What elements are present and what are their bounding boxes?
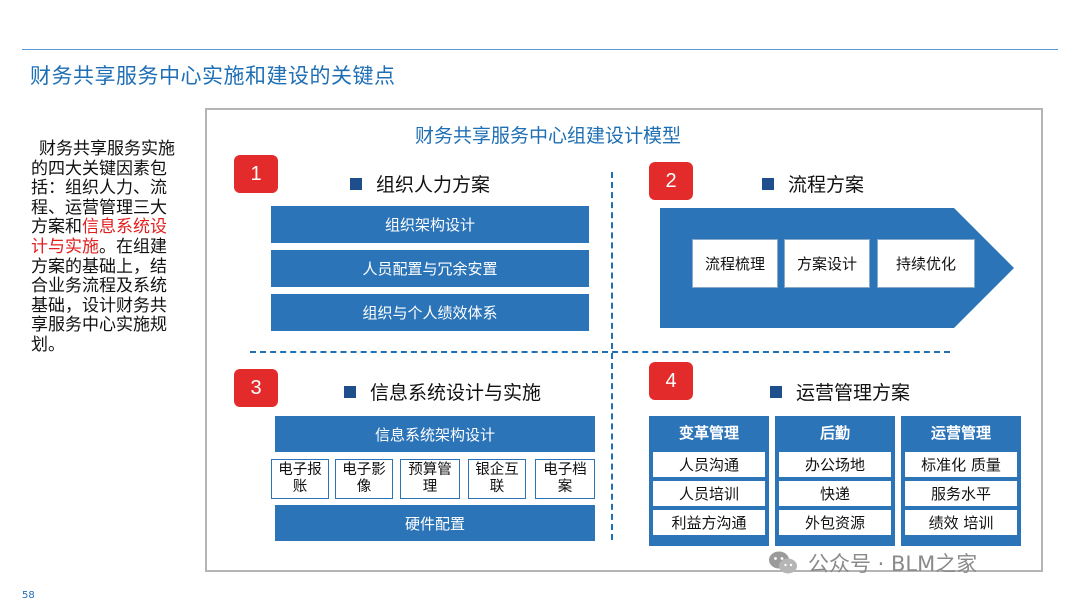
bullet-square-icon <box>350 178 362 190</box>
ops-cell: 快递 <box>779 481 891 506</box>
org-item: 人员配置与冗余安置 <box>271 250 589 287</box>
section-4-badge: 4 <box>649 362 693 400</box>
process-step: 方案设计 <box>784 239 870 288</box>
section-1-title-text: 组织人力方案 <box>376 174 491 196</box>
intro-text-2: 。在组建方案的基础上，结合业务流程及系统基础，设计财务共享服务中心实施规划。 <box>31 236 167 355</box>
process-step: 持续优化 <box>877 239 975 288</box>
ops-cell: 服务水平 <box>905 481 1017 506</box>
bullet-square-icon <box>762 178 774 190</box>
watermark: 公众号 · BLM之家 <box>768 548 977 578</box>
ops-column-head: 运营管理 <box>930 423 991 442</box>
intro-paragraph: 财务共享服务实施的四大关键因素包括：组织人力、流程、运营管理三大方案和信息系统设… <box>31 139 177 356</box>
section-4-title-text: 运营管理方案 <box>796 382 911 404</box>
watermark-text: 公众号 · BLM之家 <box>808 552 978 576</box>
system-module: 电子报账 <box>271 459 329 499</box>
system-module: 预算管理 <box>400 459 460 499</box>
ops-column: 变革管理 人员沟通 人员培训 利益方沟通 <box>649 416 769 546</box>
process-step: 流程梳理 <box>692 239 778 288</box>
ops-column-head: 变革管理 <box>678 423 739 442</box>
wechat-icon <box>769 551 797 574</box>
horizontal-divider <box>250 351 950 353</box>
ops-cell: 人员培训 <box>653 481 765 506</box>
section-3-badge: 3 <box>234 369 278 407</box>
ops-cell: 人员沟通 <box>653 452 765 477</box>
section-1-badge: 1 <box>234 155 278 193</box>
section-4-title: 运营管理方案 <box>770 378 910 405</box>
ops-cell: 办公场地 <box>779 452 891 477</box>
ops-cell: 利益方沟通 <box>653 510 765 535</box>
model-title: 财务共享服务中心组建设计模型 <box>415 125 682 147</box>
header-rule <box>22 49 1058 50</box>
section-3-title: 信息系统设计与实施 <box>344 378 541 405</box>
system-module: 电子影像 <box>335 459 393 499</box>
org-item: 组织架构设计 <box>271 206 589 243</box>
ops-column: 运营管理 标准化 质量 服务水平 绩效 培训 <box>901 416 1021 546</box>
bullet-square-icon <box>344 386 356 398</box>
system-module: 电子档案 <box>535 459 595 499</box>
hardware-bar: 硬件配置 <box>275 505 595 541</box>
section-2-title: 流程方案 <box>762 170 864 197</box>
system-module: 银企互联 <box>468 459 526 499</box>
intro-text-1: 财务共享服务实施的四大关键因素包括：组织人力、流程、运营管理三大方案和 <box>31 139 175 238</box>
ops-column-head: 后勤 <box>819 423 850 442</box>
page-number: 58 <box>22 590 35 601</box>
section-1-title: 组织人力方案 <box>350 170 490 197</box>
section-2-badge: 2 <box>649 162 693 200</box>
bullet-square-icon <box>770 386 782 398</box>
system-architecture-bar: 信息系统架构设计 <box>275 416 595 452</box>
section-3-title-text: 信息系统设计与实施 <box>370 382 542 404</box>
ops-cell: 标准化 质量 <box>905 452 1017 477</box>
vertical-divider <box>611 172 613 540</box>
slide-title: 财务共享服务中心实施和建设的关键点 <box>30 64 396 88</box>
ops-column: 后勤 办公场地 快递 外包资源 <box>775 416 895 546</box>
section-2-title-text: 流程方案 <box>788 174 865 196</box>
ops-cell: 外包资源 <box>779 510 891 535</box>
org-item: 组织与个人绩效体系 <box>271 294 589 331</box>
intro-highlight: 信息系统设计与实施 <box>31 217 167 257</box>
ops-cell: 绩效 培训 <box>905 510 1017 535</box>
